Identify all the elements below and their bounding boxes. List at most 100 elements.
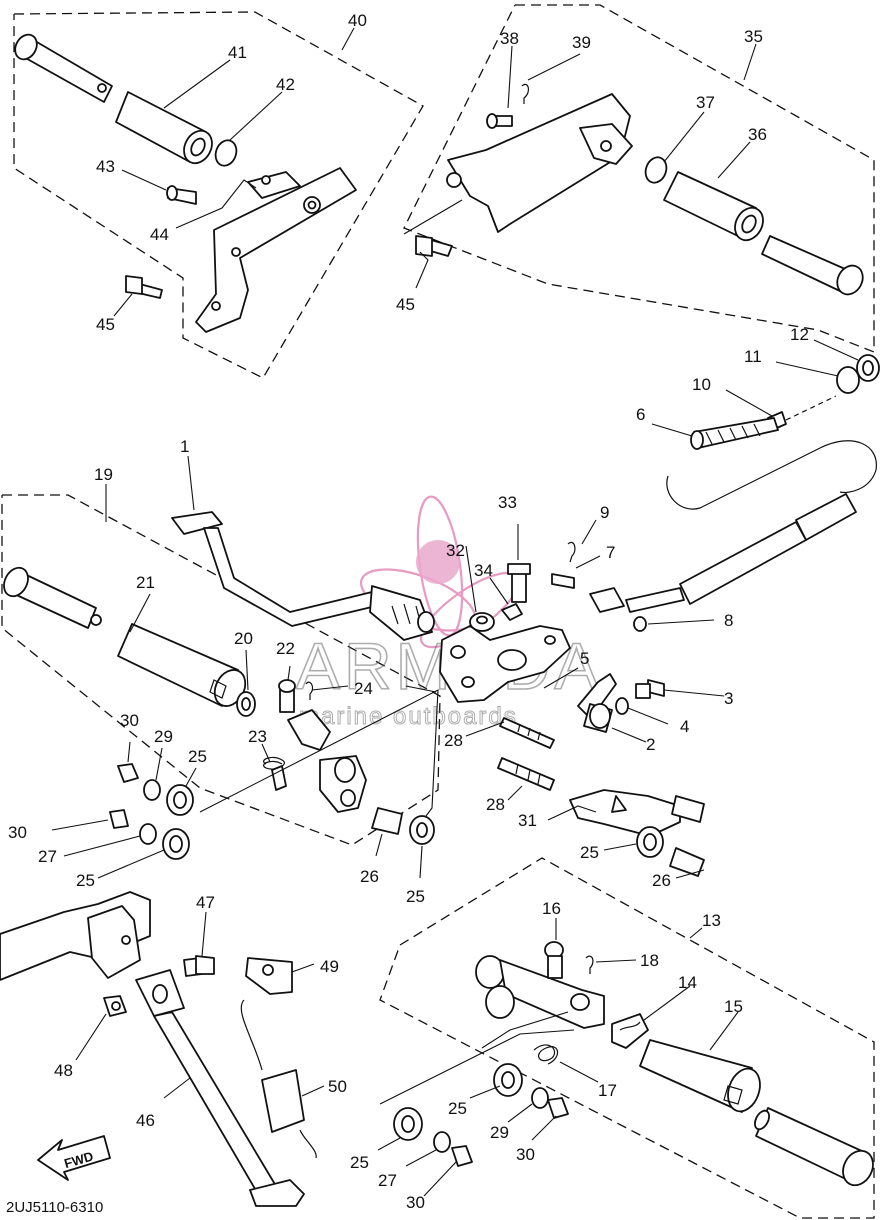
part-34-nut [501, 603, 523, 621]
part-29-washer-right [531, 1087, 549, 1109]
part-30-nut-right-lower [451, 1145, 473, 1167]
callout-16: 16 [542, 899, 561, 918]
group-outline-35 [403, 4, 875, 353]
part-35-footrest-bracket [447, 93, 631, 233]
part-27-washer-right [433, 1131, 451, 1153]
callout-50: 50 [328, 1077, 347, 1096]
part-31-bracket [569, 789, 705, 837]
part-45-bolt-left [125, 275, 163, 299]
callout-7: 7 [606, 543, 615, 562]
callout-labels: 40 41 42 43 44 45 35 38 39 37 36 45 12 1… [8, 11, 809, 1212]
part-47-bolt [183, 955, 215, 977]
part-25-bushing-left-lower [162, 828, 190, 860]
callout-22: 22 [276, 639, 295, 658]
part-26-collar-31 [669, 847, 705, 877]
callout-33: 33 [498, 493, 517, 512]
part-46-side-stand [135, 969, 305, 1207]
callout-37: 37 [696, 93, 715, 112]
part-28-stud-lower [497, 757, 555, 791]
forward-arrow: FWD [37, 1135, 111, 1181]
part-25-bushing-left-upper [166, 784, 194, 816]
callout-17: 17 [598, 1081, 617, 1100]
callout-1: 1 [180, 437, 189, 456]
watermark-tagline: marine outboards [299, 703, 518, 730]
part-20-spring [236, 691, 256, 717]
part-50-spring [240, 999, 317, 1159]
part-25-bushing-right-upper [493, 1063, 523, 1097]
part-41-footrest-pin [14, 33, 113, 103]
callout-31: 31 [518, 811, 537, 830]
part-6-cable [666, 440, 877, 510]
part-48-nut [103, 995, 127, 1017]
callout-46: 46 [136, 1111, 155, 1130]
part-2-collar [583, 703, 613, 733]
part-38-pin [486, 113, 513, 129]
part-6-cable-end [679, 493, 857, 605]
part-16-pin [544, 941, 564, 979]
part-27-washer-left [139, 823, 157, 845]
part-29-washer-left [143, 779, 161, 801]
part-26-collar-19 [371, 807, 403, 835]
callout-30-upper: 30 [120, 711, 139, 730]
callout-39: 39 [572, 33, 591, 52]
part-49-plate [245, 957, 293, 995]
part-6-shift-rod [690, 417, 779, 450]
part-23-spring [263, 756, 287, 791]
part-30-nut-lower [109, 809, 129, 829]
part-19-footrest-pin [3, 566, 102, 629]
callout-29-right: 29 [490, 1123, 509, 1142]
part-19-footrest-bracket [287, 709, 367, 813]
callout-20: 20 [234, 629, 253, 648]
callout-25-31: 25 [580, 843, 599, 862]
part-13-footrest-bracket [475, 955, 605, 1029]
callout-26-19: 26 [360, 867, 379, 886]
part-3-bolt [635, 679, 665, 699]
part-1-brake-pedal [171, 511, 435, 641]
part-15-footrest-rubber [639, 1039, 761, 1113]
part-33-bolt [507, 563, 531, 603]
part-45-bolt-right [415, 235, 453, 257]
callout-15: 15 [724, 997, 743, 1016]
part-25-bushing-31 [636, 826, 664, 858]
part-11-joint [836, 366, 860, 394]
part-28-stud-upper [499, 717, 555, 749]
callout-38: 38 [500, 29, 519, 48]
callout-35: 35 [744, 27, 763, 46]
part-39-cotter-pin [521, 83, 530, 104]
part-8-rod-end [589, 587, 685, 632]
callout-5: 5 [580, 649, 589, 668]
callout-28-lower: 28 [486, 795, 505, 814]
callout-29-left: 29 [154, 727, 173, 746]
part-4-washer [615, 697, 629, 715]
callout-45-right: 45 [396, 295, 415, 314]
callout-30-lower: 30 [8, 823, 27, 842]
callout-3: 3 [724, 689, 733, 708]
callout-24: 24 [354, 679, 373, 698]
part-14-spring [611, 1013, 649, 1049]
callout-25-left-lower: 25 [76, 871, 95, 890]
callout-45-left: 45 [96, 315, 115, 334]
callout-41: 41 [228, 43, 247, 62]
callout-25-19: 25 [406, 887, 425, 906]
callout-36: 36 [748, 125, 767, 144]
part-36-footrest-pin [761, 235, 864, 296]
part-22-pin [278, 679, 296, 713]
leader-lines [51, 27, 859, 1197]
part-30-nut-upper [117, 763, 139, 783]
group-outline-13 [379, 857, 875, 1219]
callout-30-right-upper: 30 [516, 1145, 535, 1164]
callout-6: 6 [636, 405, 645, 424]
callout-25-right-upper: 25 [448, 1099, 467, 1118]
part-25-bushing-19 [409, 815, 435, 845]
callout-27-left: 27 [38, 847, 57, 866]
part-12-cap [856, 354, 880, 382]
part-32-bushing [469, 612, 495, 632]
callout-8: 8 [724, 611, 733, 630]
callout-14: 14 [678, 973, 697, 992]
callout-34: 34 [474, 561, 493, 580]
part-17-spring [533, 1044, 559, 1065]
part-24-cotter-pin [305, 681, 314, 700]
part-30-nut-right-upper [547, 1097, 569, 1119]
callout-23: 23 [248, 727, 267, 746]
